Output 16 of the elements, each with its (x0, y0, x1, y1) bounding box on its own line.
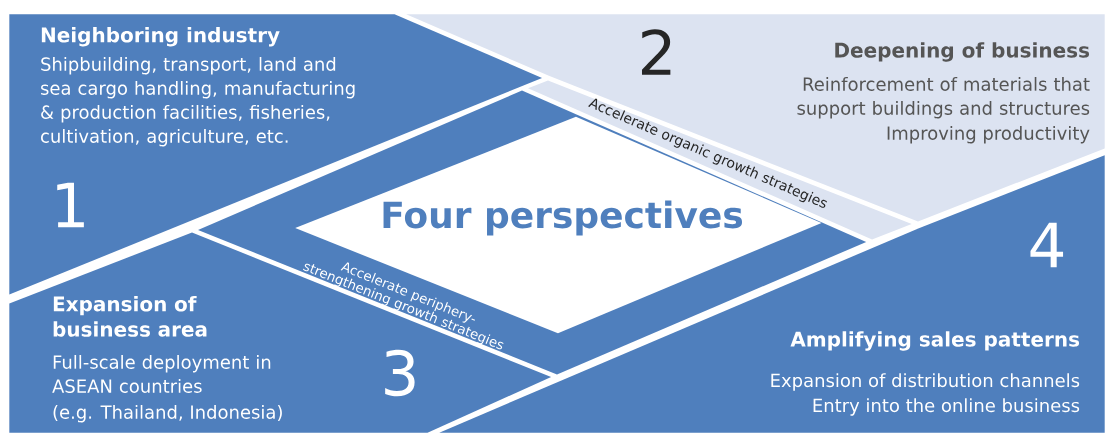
panel-number: 3 (385, 349, 415, 397)
panel-number: 2 (642, 29, 671, 75)
panel-heading: Neighboring industry (41, 27, 280, 47)
panel-heading: Amplifying sales patterns (790, 331, 1080, 351)
panel-text: Improving productivity (887, 126, 1090, 144)
panel-text: (e.g. Thailand, Indonesia) (53, 405, 282, 423)
panel-text: Expansion of distribution channels (771, 373, 1080, 391)
panel-text: Reinforcement of materials that support buildings and structures (797, 77, 1090, 119)
panel-heading: Expansion of business area (53, 296, 207, 337)
panel-number: 4 (1030, 222, 1064, 268)
panel-text: Entry into the online business (813, 398, 1080, 416)
panel-heading: Deepening of business (835, 42, 1090, 62)
center-title: Four perspectives (383, 200, 742, 236)
panel-text: Full-scale deployment in ASEAN countries (52, 355, 271, 393)
panel-text: Shipbuilding, transport, land and sea cargo handling, manufacturing & production facilities, fisheries, cultivation, agriculture, etc. (41, 57, 355, 147)
panel-number: 1 (57, 182, 84, 228)
